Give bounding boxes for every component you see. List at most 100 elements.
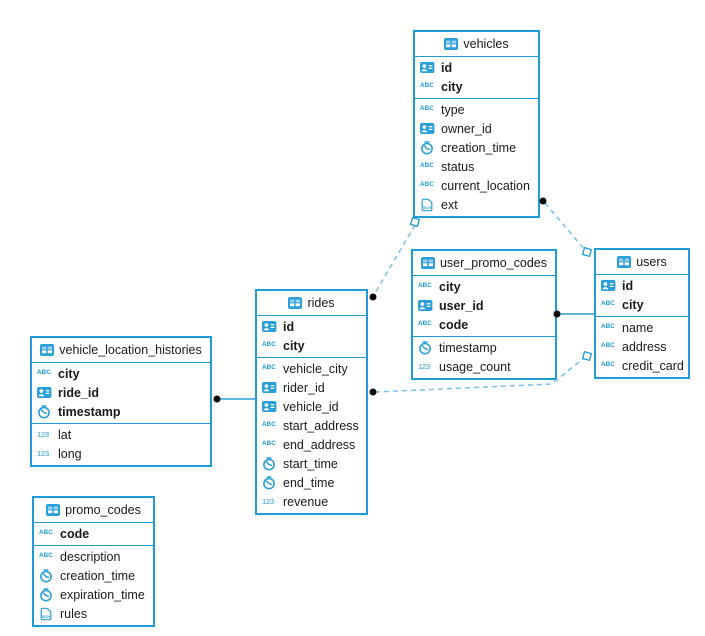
field-label: code bbox=[60, 526, 90, 541]
table-header[interactable]: user_promo_codes bbox=[413, 251, 555, 276]
table-header[interactable]: vehicles bbox=[415, 32, 538, 57]
field-row-id[interactable]: id bbox=[415, 58, 538, 77]
field-row-long[interactable]: 123 long bbox=[32, 444, 210, 463]
field-label: creation_time bbox=[60, 568, 136, 583]
field-label: user_id bbox=[439, 298, 484, 313]
json-type-icon: JSON bbox=[39, 607, 55, 621]
field-row-lat[interactable]: 123 lat bbox=[32, 425, 210, 444]
field-label: type bbox=[441, 102, 465, 117]
field-label: vehicle_id bbox=[283, 399, 339, 414]
field-row-id[interactable]: id bbox=[257, 317, 366, 336]
connector-square-endpoint bbox=[409, 216, 421, 228]
field-row-rules[interactable]: JSON rules bbox=[34, 604, 153, 623]
connector-square-endpoint bbox=[581, 246, 593, 258]
table-icon bbox=[444, 38, 459, 50]
connector-dot-endpoint bbox=[539, 197, 547, 205]
field-label: usage_count bbox=[439, 359, 511, 374]
field-label: ext bbox=[441, 197, 458, 212]
field-row-creation_time[interactable]: creation_time bbox=[34, 566, 153, 585]
field-row-ride_id[interactable]: ride_id bbox=[32, 383, 210, 402]
field-row-creation_time[interactable]: creation_time bbox=[415, 138, 538, 157]
svg-text:JSON: JSON bbox=[41, 614, 52, 619]
connector-dot-endpoint bbox=[213, 395, 221, 403]
field-label: expiration_time bbox=[60, 587, 145, 602]
timestamp-type-icon bbox=[262, 475, 278, 490]
text-type-icon: ABC bbox=[418, 282, 432, 290]
field-label: city bbox=[283, 338, 305, 353]
field-row-timestamp[interactable]: timestamp bbox=[32, 402, 210, 421]
timestamp-type-icon bbox=[39, 587, 55, 602]
table-header[interactable]: users bbox=[596, 250, 688, 275]
text-type-icon: ABC bbox=[262, 364, 276, 372]
field-row-end_time[interactable]: end_time bbox=[257, 473, 366, 492]
relationship-line-vehicles-users[interactable] bbox=[544, 202, 586, 251]
text-type-icon: ABC bbox=[262, 440, 276, 448]
number-type-icon: 123 bbox=[418, 361, 430, 371]
table-header[interactable]: vehicle_location_histories bbox=[32, 338, 210, 363]
text-type-icon: ABC bbox=[601, 342, 615, 350]
relationship-line-rides-vehicles[interactable] bbox=[373, 224, 416, 296]
field-row-timestamp[interactable]: timestamp bbox=[413, 338, 555, 357]
text-type-icon: ABC bbox=[420, 82, 434, 90]
field-label: creation_time bbox=[441, 140, 517, 155]
table-name: vehicle_location_histories bbox=[59, 343, 202, 357]
number-type-icon: 123 bbox=[37, 429, 49, 439]
field-row-rider_id[interactable]: rider_id bbox=[257, 378, 366, 397]
field-row-start_time[interactable]: start_time bbox=[257, 454, 366, 473]
field-label: rider_id bbox=[283, 380, 325, 395]
field-row-vehicle_id[interactable]: vehicle_id bbox=[257, 397, 366, 416]
field-label: revenue bbox=[283, 494, 329, 509]
number-type-icon: 123 bbox=[37, 448, 49, 458]
text-type-icon: ABC bbox=[37, 369, 51, 377]
table-header[interactable]: promo_codes bbox=[34, 498, 153, 523]
field-label: lat bbox=[58, 427, 72, 442]
table-icon bbox=[288, 297, 303, 309]
field-label: id bbox=[441, 60, 453, 75]
field-label: rules bbox=[60, 606, 88, 621]
field-row-id[interactable]: id bbox=[596, 276, 688, 295]
table-name: user_promo_codes bbox=[439, 256, 547, 270]
field-row-owner_id[interactable]: owner_id bbox=[415, 119, 538, 138]
field-row-expiration_time[interactable]: expiration_time bbox=[34, 585, 153, 604]
table-header[interactable]: rides bbox=[257, 291, 366, 316]
field-row-user_id[interactable]: user_id bbox=[413, 296, 555, 315]
connector-square-endpoint bbox=[581, 350, 593, 362]
timestamp-type-icon bbox=[420, 140, 436, 155]
table-name: rides bbox=[307, 296, 335, 310]
text-type-icon: ABC bbox=[601, 361, 615, 369]
field-row-usage_count[interactable]: 123 usage_count bbox=[413, 357, 555, 376]
field-label: long bbox=[58, 446, 82, 461]
